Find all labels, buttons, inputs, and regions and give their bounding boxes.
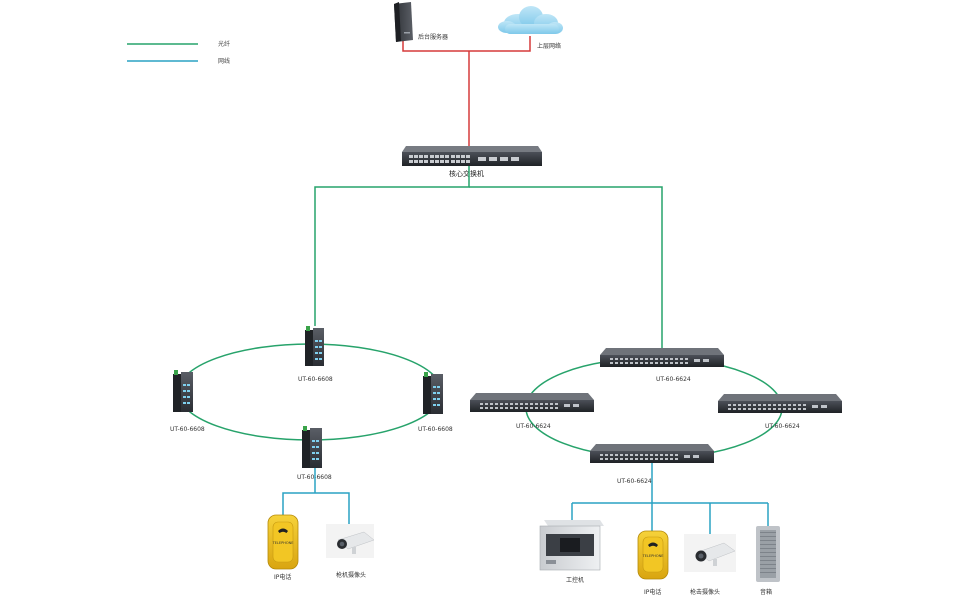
rack-switch-icon (718, 394, 842, 413)
left-ring-switch-right: UT-60-6608 (418, 372, 453, 433)
phone-screen-text: TELEPHONE (642, 554, 664, 558)
cloud-link (469, 36, 531, 52)
core-switch: 核心交换机 (402, 146, 542, 178)
right-ring-right-label: UT-60-6624 (765, 423, 800, 430)
upper-network: 上层网络 (498, 6, 563, 50)
right-ring-bottom-label: UT-60-6624 (617, 478, 652, 485)
left-phone-label: IP电话 (274, 573, 291, 581)
server-label: 后台服务器 (418, 33, 448, 41)
core-switch-label: 核心交换机 (449, 169, 484, 178)
phone-screen-text: TELEPHONE (272, 541, 294, 545)
left-ip-phone: TELEPHONE IP电话 (267, 514, 299, 581)
ipc-label: 工控机 (566, 576, 584, 584)
column-speaker-icon (756, 526, 780, 582)
cloud-icon (498, 6, 563, 34)
left-ring-left-label: UT-60-6608 (170, 426, 205, 433)
right-ring-switch-left: UT-60-6624 (470, 393, 594, 430)
ip-phone-icon: TELEPHONE (637, 530, 669, 580)
link-core-to-right-ring (469, 186, 663, 350)
industrial-switch-icon (302, 426, 322, 468)
link-core-to-left-ring (314, 166, 470, 326)
left-ring-top-label: UT-60-6608 (298, 376, 333, 383)
right-ring-switch-top: UT-60-6624 (600, 348, 724, 383)
rack-switch-icon (470, 393, 594, 412)
rack-switch-icon (590, 444, 714, 463)
right-ring-left-label: UT-60-6624 (516, 423, 551, 430)
bullet-camera-icon (326, 524, 375, 558)
upper-links (402, 36, 531, 146)
industrial-switch-icon (423, 372, 443, 414)
right-access-links (571, 463, 769, 535)
rack-switch-icon (600, 348, 724, 367)
bullet-camera-icon (684, 534, 736, 572)
left-ring-switch-top: UT-60-6608 (298, 326, 333, 383)
left-ring-right-label: UT-60-6608 (418, 426, 453, 433)
right-phone-label: IP电话 (644, 588, 661, 596)
right-ring-switch-right: UT-60-6624 (718, 394, 842, 430)
legend-fiber-label: 光纤 (218, 40, 230, 48)
legend-network-label: 网线 (218, 57, 230, 65)
speaker-label: 音箱 (760, 588, 772, 596)
right-ring-switch-bottom: UT-60-6624 (590, 444, 714, 485)
industrial-switch-icon (305, 326, 324, 366)
left-camera-label: 枪机摄像头 (336, 571, 366, 579)
left-ring-switch-left: UT-60-6608 (170, 370, 205, 433)
left-access-links (282, 468, 350, 526)
right-ip-phone: TELEPHONE IP电话 (637, 530, 669, 596)
right-column-speaker: 音箱 (756, 526, 780, 596)
industrial-switch-icon (173, 370, 193, 412)
core-distribution-links (314, 166, 663, 350)
link-left-to-phone (282, 492, 315, 516)
right-ring-top-label: UT-60-6624 (656, 376, 691, 383)
core-switch-icon (402, 146, 542, 166)
industrial-pc-icon (539, 520, 604, 571)
cloud-label: 上层网络 (537, 42, 561, 50)
right-camera-label: 枪击摄像头 (690, 588, 720, 596)
legend: 光纤 网线 (127, 40, 230, 65)
right-bullet-camera: 枪击摄像头 (684, 534, 736, 596)
link-left-to-camera (315, 492, 350, 526)
left-bullet-camera: 枪机摄像头 (326, 524, 375, 579)
right-industrial-pc: 工控机 (539, 520, 604, 584)
ip-phone-icon: TELEPHONE (267, 514, 299, 570)
backend-server: 后台服务器 (394, 2, 448, 42)
